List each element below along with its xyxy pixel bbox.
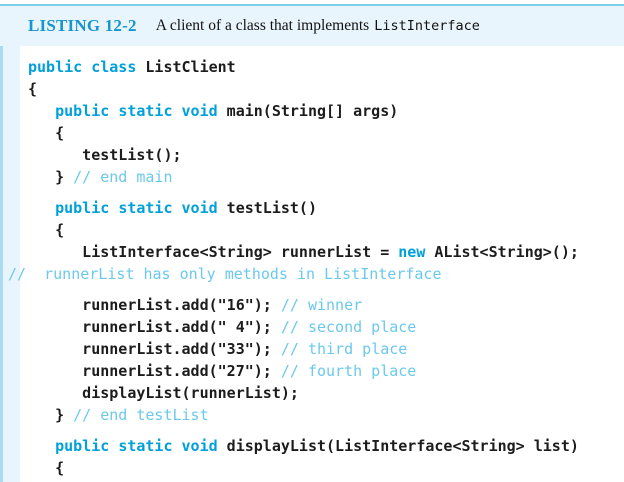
code-text — [109, 199, 118, 217]
code-comment: // second place — [280, 318, 417, 336]
code-text — [82, 58, 91, 76]
code-text: } — [28, 406, 74, 424]
code-text: runnerList.add("27"); — [28, 362, 281, 380]
code-blank-line — [28, 285, 624, 294]
code-text — [28, 102, 55, 120]
code-keyword: public — [55, 102, 110, 120]
left-accent-bar — [0, 6, 20, 482]
code-text — [28, 437, 55, 455]
code-text: { — [28, 459, 65, 477]
code-keyword: class — [91, 58, 137, 76]
code-comment: // end testList — [73, 406, 209, 424]
code-keyword: void — [181, 437, 218, 455]
top-rule-divider — [0, 4, 624, 6]
code-line: runnerList.add("27"); // fourth place — [28, 360, 624, 382]
code-text: { — [28, 80, 38, 98]
code-line: public static void displayList(ListInter… — [28, 435, 624, 457]
code-comment: // third place — [280, 340, 408, 358]
code-keyword: void — [181, 199, 218, 217]
code-keyword: void — [181, 102, 218, 120]
code-line: displayList(runnerList); — [28, 382, 624, 404]
code-text: displayList(runnerList); — [28, 384, 299, 402]
code-keyword: public — [55, 199, 110, 217]
code-keyword: new — [398, 243, 426, 261]
code-comment: // fourth place — [280, 362, 417, 380]
listing-description-text: A client of a class that implements — [155, 17, 370, 34]
code-line: runnerList.add("16"); // winner — [28, 294, 624, 316]
code-text: } — [28, 168, 74, 186]
listing-label: LISTING 12-2 — [28, 16, 137, 35]
code-text: runnerList.add("33"); — [28, 340, 281, 358]
code-comment: // end main — [73, 168, 173, 186]
code-text: main(String[] args) — [217, 102, 399, 120]
code-line: runnerList.add(" 4"); // second place — [28, 316, 624, 338]
code-line: public static void testList() — [28, 197, 624, 219]
code-comment: // runnerList has only methods in ListIn… — [8, 265, 442, 283]
code-line: { — [28, 78, 624, 100]
code-text: AList<String>(); — [425, 243, 579, 261]
code-line: runnerList.add("33"); // third place — [28, 338, 624, 360]
code-line: ListInterface<String> runnerList = new A… — [28, 241, 624, 263]
code-keyword: public — [28, 58, 83, 76]
code-text: displayList(ListInterface<String> list) — [217, 437, 579, 455]
code-keyword: static — [118, 102, 173, 120]
code-line: // runnerList has only methods in ListIn… — [8, 263, 624, 285]
code-line: { — [28, 122, 624, 144]
code-keyword: static — [118, 437, 173, 455]
code-text: { — [28, 124, 65, 142]
code-text — [109, 437, 118, 455]
code-line: public static void main(String[] args) — [28, 100, 624, 122]
code-text — [173, 102, 182, 120]
code-text — [173, 199, 182, 217]
code-line: { — [28, 457, 624, 479]
code-text: { — [28, 221, 65, 239]
code-line: { — [28, 219, 624, 241]
code-text — [173, 437, 182, 455]
code-text: testList() — [217, 199, 317, 217]
code-text: ListClient — [136, 58, 236, 76]
listing-header: LISTING 12-2 A client of a class that im… — [0, 6, 624, 46]
code-keyword: public — [55, 437, 110, 455]
code-comment: // winner — [280, 296, 363, 314]
code-line: public class ListClient — [28, 56, 624, 78]
code-text: ListInterface<String> runnerList = — [28, 243, 399, 261]
code-line: } // end main — [28, 166, 624, 188]
code-keyword: static — [118, 199, 173, 217]
code-area: public class ListClient { public static v… — [0, 46, 624, 482]
code-text: testList(); — [28, 146, 182, 164]
code-text — [28, 199, 55, 217]
code-text: runnerList.add(" 4"); — [28, 318, 281, 336]
code-line: } // end testList — [28, 404, 624, 426]
code-blank-line — [28, 426, 624, 435]
code-line: testList(); — [28, 144, 624, 166]
listing-description-code: ListInterface — [374, 18, 480, 34]
code-text — [109, 102, 118, 120]
code-blank-line — [28, 188, 624, 197]
code-text: runnerList.add("16"); — [28, 296, 281, 314]
